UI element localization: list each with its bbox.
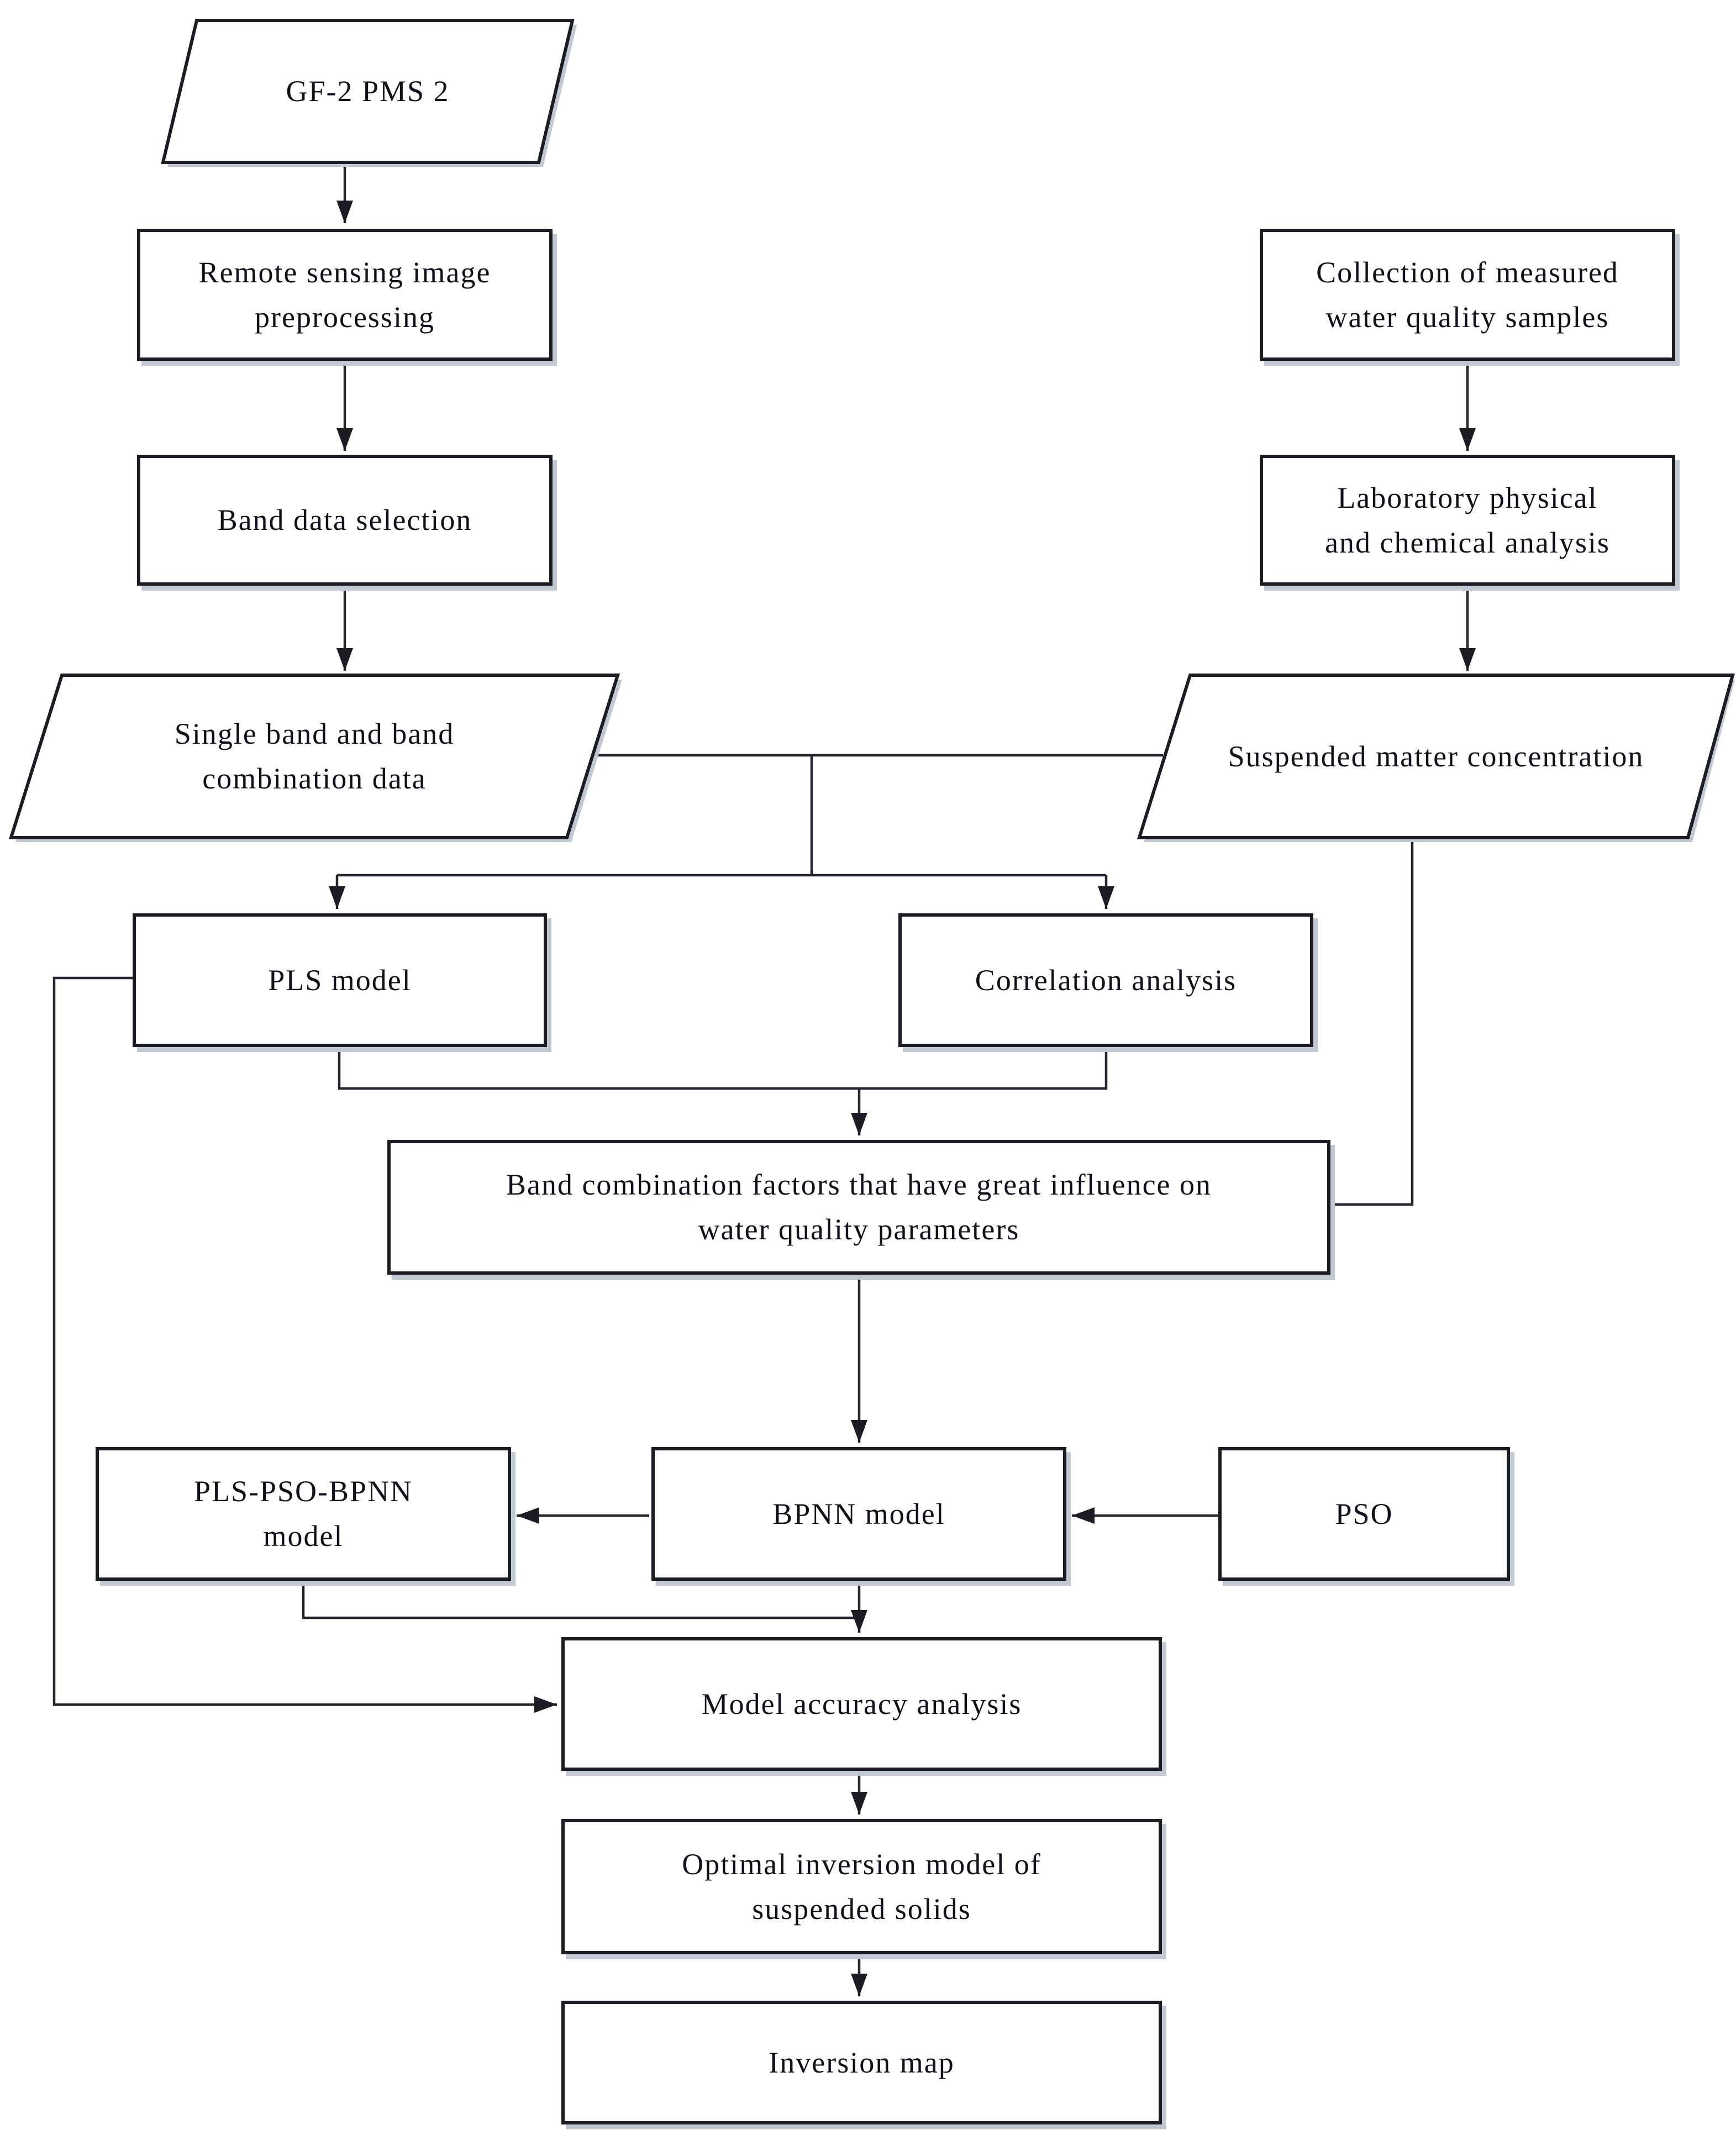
node-single-band-combination-data: Single band and band combination data (11, 675, 618, 838)
connector-plspsobpnn-merge (302, 1581, 859, 1619)
node-remote-sensing-preprocessing-label: Remote sensing image preprocessing (198, 255, 491, 334)
node-optimal-inversion-model-label: Optimal inversion model of suspended sol… (682, 1847, 1041, 1926)
node-model-accuracy-analysis-label: Model accuracy analysis (701, 1687, 1022, 1721)
suspended-parallelogram (1137, 674, 1735, 839)
connector-pls-corr-merge (338, 1047, 1108, 1090)
node-single-band-combination-data-label: Single band and band combination data (174, 717, 455, 795)
node-bpnn-model-label: BPNN model (772, 1497, 945, 1531)
singleband-parallelogram (8, 674, 620, 839)
connector-pls-feedback-to-accuracy (52, 976, 557, 1713)
node-correlation-analysis: Correlation analysis (898, 913, 1313, 1047)
node-pls-model-label: PLS model (268, 963, 412, 997)
node-optimal-inversion-model: Optimal inversion model of suspended sol… (561, 1819, 1162, 1954)
node-inversion-map-label: Inversion map (769, 2045, 955, 2079)
node-collection-water-quality-samples: Collection of measured water quality sam… (1260, 229, 1675, 361)
node-pso-label: PSO (1335, 1497, 1393, 1531)
node-inversion-map: Inversion map (561, 2001, 1162, 2124)
node-remote-sensing-preprocessing: Remote sensing image preprocessing (137, 229, 553, 361)
node-laboratory-analysis-label: Laboratory physical and chemical analysi… (1325, 481, 1610, 559)
node-band-data-selection-label: Band data selection (217, 503, 472, 537)
node-correlation-analysis-label: Correlation analysis (975, 963, 1237, 997)
node-band-combination-factors: Band combination factors that have great… (387, 1140, 1330, 1275)
node-bpnn-model: BPNN model (651, 1447, 1066, 1581)
node-laboratory-analysis: Laboratory physical and chemical analysi… (1260, 455, 1675, 586)
node-suspended-matter-concentration-label: Suspended matter concentration (1228, 739, 1644, 773)
node-gf2-pms2: GF-2 PMS 2 (163, 20, 572, 162)
node-model-accuracy-analysis: Model accuracy analysis (561, 1637, 1162, 1771)
node-pls-model: PLS model (133, 913, 547, 1047)
connector-suspended-to-bandfactors (1333, 838, 1414, 1206)
node-band-data-selection: Band data selection (137, 455, 553, 586)
node-gf2-pms2-label: GF-2 PMS 2 (286, 75, 450, 108)
node-pls-pso-bpnn-model: PLS-PSO-BPNN model (96, 1447, 511, 1581)
node-pls-pso-bpnn-model-label: PLS-PSO-BPNN model (193, 1475, 413, 1553)
gf2-parallelogram (161, 19, 575, 164)
node-band-combination-factors-label: Band combination factors that have great… (506, 1168, 1212, 1246)
node-suspended-matter-concentration: Suspended matter concentration (1139, 675, 1733, 838)
node-collection-water-quality-samples-label: Collection of measured water quality sam… (1316, 255, 1619, 334)
node-pso: PSO (1218, 1447, 1510, 1581)
